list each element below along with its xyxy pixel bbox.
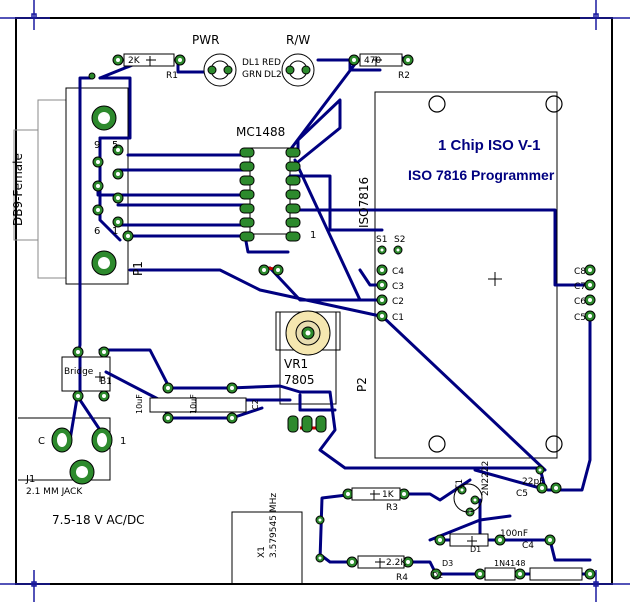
vr1-label: VR1 xyxy=(284,357,308,371)
component-outlines xyxy=(13,87,558,585)
t1-type: 2N2222 xyxy=(481,461,491,496)
db9-label: DB9-Female xyxy=(11,153,25,226)
r3-value: 1K xyxy=(382,490,395,500)
resistor-bodies xyxy=(123,53,583,581)
supply-label: 7.5-18 V AC/DC xyxy=(52,513,145,527)
c5-label: C5 xyxy=(516,489,528,499)
c7-pin-label: C7 xyxy=(574,282,586,292)
c4-cap-label: C4 xyxy=(522,541,534,551)
c5-value: 22pF xyxy=(522,477,544,487)
c3-value: 10uF xyxy=(189,394,198,414)
pads xyxy=(51,54,596,580)
c2-cap-label: C2 xyxy=(251,399,260,410)
r3-label: R3 xyxy=(386,503,398,513)
mc1488-label: MC1488 xyxy=(236,125,285,139)
pin1-label: 1 xyxy=(112,226,118,237)
transistor xyxy=(453,483,483,513)
d1-type: 1N4148 xyxy=(494,559,525,568)
labels: PWR R/W DL1 RED GRN DL2 2K R1 470 R2 DB9… xyxy=(11,33,586,583)
title-line2: ISO 7816 Programmer xyxy=(408,167,555,183)
c2-pin-label: C2 xyxy=(392,297,404,307)
x1-label: X1 xyxy=(257,546,267,558)
dl2-label: DL2 xyxy=(264,70,282,80)
bridge-label: Bridge xyxy=(64,367,94,377)
c1-pin-label: C1 xyxy=(392,313,404,323)
r2-label: R2 xyxy=(398,71,410,81)
traces xyxy=(68,56,592,576)
title-line1: 1 Chip ISO V-1 xyxy=(438,137,541,154)
red-label: RED xyxy=(262,58,281,68)
c6-pin-label: C6 xyxy=(574,297,586,307)
b1-label: B1 xyxy=(100,377,112,387)
pin6-label: 6 xyxy=(94,226,100,237)
c5-pin-label: C5 xyxy=(574,313,586,323)
r4-value: 2.2K xyxy=(386,558,407,568)
p1-label: P1 xyxy=(131,261,145,276)
j1-label: J1 xyxy=(25,474,35,485)
dl1-label: DL1 xyxy=(242,58,260,68)
iso7816-label: ISO7816 xyxy=(357,177,371,228)
r1-value: 2K xyxy=(128,56,141,66)
j1-1-label: 1 xyxy=(120,436,126,447)
t1-label: T1 xyxy=(455,479,465,491)
mc-pin1-label: 1 xyxy=(310,230,316,241)
plus-markers xyxy=(95,56,502,568)
grn-label: GRN xyxy=(242,70,262,80)
c8-pin-label: C8 xyxy=(574,267,586,277)
leds xyxy=(203,53,315,87)
v7805-label: 7805 xyxy=(284,373,315,387)
p2-label: P2 xyxy=(355,377,369,392)
d1-label: D1 xyxy=(470,545,481,554)
c4-value: 100nF xyxy=(500,529,528,539)
board-outline xyxy=(15,17,613,585)
c2-value: 10uF xyxy=(135,394,144,414)
mounting-holes xyxy=(428,95,563,453)
r4-label: R4 xyxy=(396,573,408,583)
c3-pin-label: C3 xyxy=(392,282,404,292)
s2-label: S2 xyxy=(394,235,405,245)
pwr-label: PWR xyxy=(192,33,219,47)
d3-label: D3 xyxy=(442,559,453,568)
j1-type: 2.1 MM JACK xyxy=(26,487,83,497)
r2-value: 470 xyxy=(364,56,381,66)
r1-label: R1 xyxy=(166,71,178,81)
j1-c-label: C xyxy=(38,436,45,447)
rw-label: R/W xyxy=(286,33,310,47)
c4-pin-label: C4 xyxy=(392,267,404,277)
pin9-label: 9 xyxy=(94,140,100,151)
pin5-label: 5 xyxy=(112,140,118,151)
x1-value: 3.579545 MHz xyxy=(269,493,279,558)
regulator-tab xyxy=(285,310,331,356)
d2-label: D2 xyxy=(432,571,443,580)
board-title: 1 Chip ISO V-1 ISO 7816 Programmer xyxy=(408,137,555,183)
s1-label: S1 xyxy=(376,235,387,245)
